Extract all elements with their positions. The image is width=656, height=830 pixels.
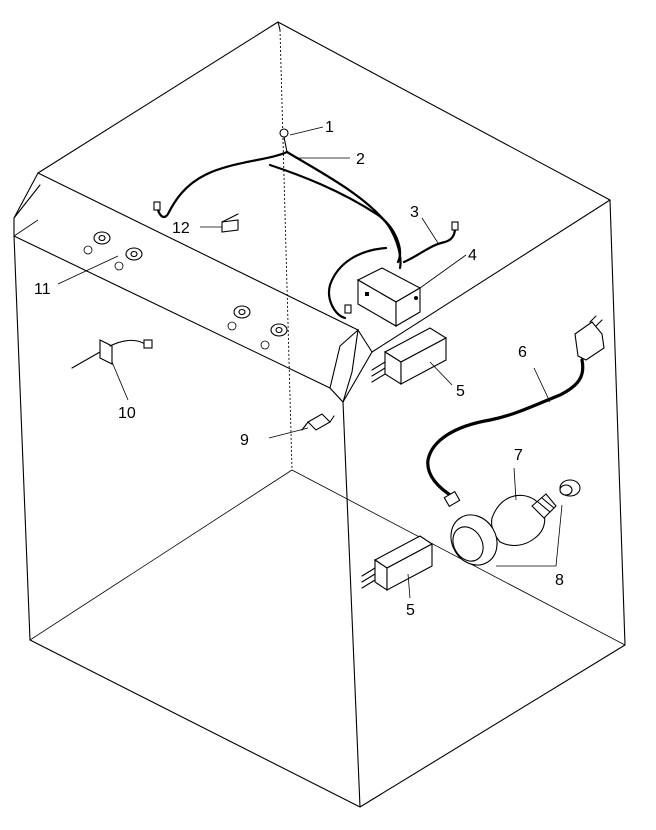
control-panel [13, 172, 373, 404]
part-5-socket-upper [371, 327, 448, 385]
callout-3: 3 [410, 204, 419, 221]
callout-5-lower: 5 [406, 602, 415, 619]
part-11-selector-knobs [83, 231, 288, 350]
callout-labels: 1 2 3 4 5 6 7 8 9 10 11 12 5 [34, 119, 564, 619]
callout-8: 8 [555, 572, 564, 589]
callout-7: 7 [514, 447, 523, 464]
part-5-socket-lower [361, 535, 434, 592]
callout-6: 6 [518, 344, 527, 361]
callout-9: 9 [240, 432, 249, 449]
part-2-wire-harness [153, 150, 402, 320]
part-12-tab [221, 213, 239, 233]
cabinet-outline [13, 21, 626, 808]
part-7-bulb [491, 493, 557, 547]
callout-4: 4 [468, 247, 477, 264]
part-4-junction-box [356, 267, 422, 327]
part-8-lens-and-cap [450, 479, 581, 566]
callout-2: 2 [356, 151, 365, 168]
part-1-screw [279, 128, 289, 153]
part-6-power-cord [426, 315, 605, 508]
part-10-sensor [71, 339, 153, 369]
callout-10: 10 [118, 405, 136, 422]
leader-lines [57, 126, 563, 599]
callout-5-upper: 5 [456, 383, 465, 400]
part-9-connector [301, 413, 335, 431]
callout-11: 11 [34, 281, 51, 298]
callout-12: 12 [172, 220, 190, 237]
part-3-wire [402, 221, 459, 264]
callout-1: 1 [325, 119, 334, 136]
